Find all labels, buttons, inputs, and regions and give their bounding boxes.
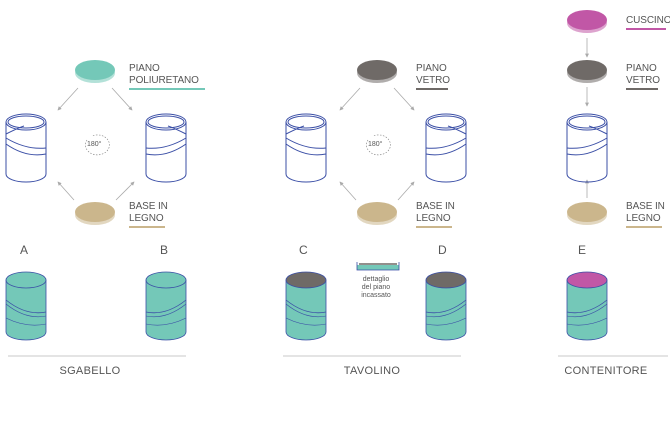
sgabello-arrow-top-left	[57, 87, 79, 111]
solid-cylinders-layer	[5, 271, 608, 341]
cylinder-e	[566, 271, 608, 341]
letter-c: C	[299, 243, 308, 257]
sgabello-outline-cylinder-right	[145, 113, 187, 183]
sgabello-arrow-top-right	[111, 87, 133, 111]
tavolino-arrow-bottom-right	[397, 181, 415, 201]
tavolino-rotation-label: 180°	[368, 141, 383, 148]
cylinder-a	[5, 271, 47, 341]
tavolino-base-label: BASE IN LEGNO	[416, 201, 455, 228]
contenitore-cuscino-disc	[567, 10, 607, 33]
cylinder-d	[425, 271, 467, 341]
tavolino-arrow-bottom-left	[339, 181, 357, 201]
sgabello-arrow-bottom-right	[115, 181, 135, 201]
letter-a: A	[20, 243, 29, 257]
section-title-contenitore: CONTENITORE	[564, 365, 648, 377]
sgabello-outline-cylinder-left	[5, 113, 47, 183]
sgabello-rotation-arc	[85, 134, 110, 156]
discs-layer	[75, 10, 607, 225]
contenitore-outline-cylinder	[566, 113, 608, 183]
cylinder-b	[145, 271, 187, 341]
cylinder-c	[285, 271, 327, 341]
contenitore-piano-label: PIANO VETRO	[626, 63, 660, 90]
section-title-tavolino: TAVOLINO	[343, 365, 401, 377]
tavolino-outline-cylinder-left	[285, 113, 327, 183]
tavolino-piano-label: PIANO VETRO	[416, 63, 450, 90]
outline-cylinders-layer	[5, 113, 608, 183]
contenitore-cuscino-label: CUSCINO	[626, 15, 670, 30]
letter-e: E	[578, 243, 587, 257]
tavolino-piano-disc	[357, 60, 397, 83]
contenitore-base-disc	[567, 202, 607, 225]
recessed-top-detail	[356, 262, 400, 271]
tavolino-base-disc	[357, 202, 397, 225]
tavolino-rotation-arc	[366, 134, 391, 156]
detail-note: dettaglio del piano incassato	[361, 276, 391, 299]
tavolino-outline-cylinder-right	[425, 113, 467, 183]
letter-d: D	[438, 243, 447, 257]
sgabello-arrow-bottom-left	[57, 181, 75, 201]
section-title-sgabello: SGABELLO	[59, 365, 121, 377]
contenitore-base-label: BASE IN LEGNO	[626, 201, 665, 228]
letter-b: B	[160, 243, 169, 257]
sgabello-rotation-label: 180°	[87, 141, 102, 148]
contenitore-piano-disc	[567, 60, 607, 83]
arrows-layer	[57, 38, 589, 201]
sgabello-piano-disc	[75, 60, 115, 83]
sgabello-base-disc	[75, 202, 115, 225]
misc-layer	[8, 134, 668, 357]
tavolino-arrow-top-right	[393, 87, 415, 111]
sgabello-base-label: BASE IN LEGNO	[129, 201, 168, 228]
tavolino-arrow-top-left	[339, 87, 361, 111]
sgabello-piano-label: PIANO POLIURETANO	[129, 63, 205, 90]
